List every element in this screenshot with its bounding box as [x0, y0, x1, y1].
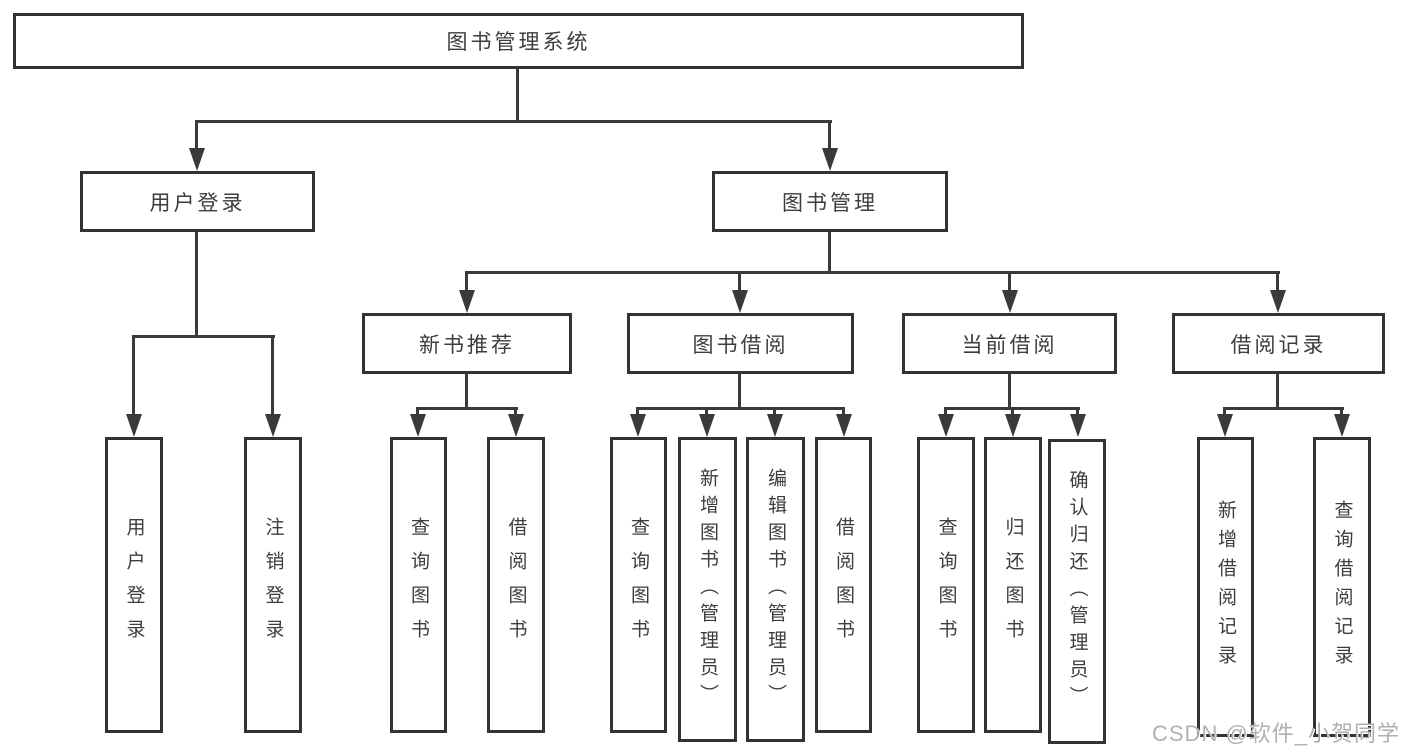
leaf-return-book: 归还图书: [984, 437, 1042, 733]
leaf-add-borrow-record: 新增借阅记录: [1197, 437, 1254, 737]
node-label: 注销登录: [262, 517, 284, 653]
node-label: 借阅图书: [505, 517, 527, 653]
leaf-borrow-book-1: 借阅图书: [487, 437, 545, 733]
node-label: 查询图书: [628, 517, 649, 653]
connector-line: [1008, 271, 1011, 292]
arrow-down-icon: [1005, 414, 1021, 437]
connector-line: [195, 120, 832, 123]
arrow-down-icon: [1217, 414, 1233, 437]
arrow-down-icon: [732, 290, 748, 313]
leaf-confirm-return-admin: 确认归还（管理员）: [1048, 439, 1106, 744]
connector-line: [773, 407, 776, 416]
node-label: 当前借阅: [961, 333, 1058, 357]
connector-line: [636, 407, 845, 410]
connector-line: [514, 407, 517, 416]
node-label: 图书管理: [782, 191, 878, 215]
leaf-edit-book-admin: 编辑图书（管理员）: [746, 437, 805, 742]
arrow-down-icon: [508, 414, 524, 437]
watermark: CSDN @软件_小贺同学: [1152, 721, 1401, 746]
node-label: 用户登录: [149, 191, 246, 215]
node-current-borrowing: 当前借阅: [902, 313, 1117, 374]
connector-line: [465, 271, 468, 292]
node-label: 查询借阅记录: [1331, 500, 1353, 674]
arrow-down-icon: [189, 148, 205, 171]
connector-line: [1011, 407, 1014, 416]
connector-line: [1340, 407, 1343, 416]
connector-line: [1223, 407, 1344, 410]
leaf-query-borrow-record: 查询借阅记录: [1313, 437, 1371, 737]
node-label: 编辑图书（管理员）: [765, 468, 786, 711]
arrow-down-icon: [630, 414, 646, 437]
connector-line: [271, 335, 274, 416]
arrow-down-icon: [822, 148, 838, 171]
node-label: 归还图书: [1002, 517, 1024, 653]
arrow-down-icon: [1070, 414, 1086, 437]
leaf-user-login: 用户登录: [105, 437, 163, 733]
leaf-logout: 注销登录: [244, 437, 302, 733]
connector-line: [416, 407, 518, 410]
arrow-down-icon: [938, 414, 954, 437]
arrow-down-icon: [1334, 414, 1350, 437]
connector-line: [738, 271, 741, 292]
node-borrowing-records: 借阅记录: [1172, 313, 1385, 374]
connector-line: [516, 69, 519, 120]
node-label: 借阅图书: [833, 517, 854, 653]
node-label: 借阅记录: [1230, 333, 1327, 357]
connector-line: [132, 335, 135, 416]
connector-line: [1276, 271, 1279, 292]
node-book-borrowing: 图书借阅: [627, 313, 854, 374]
connector-line: [636, 407, 639, 416]
arrow-down-icon: [265, 414, 281, 437]
arrow-down-icon: [410, 414, 426, 437]
leaf-query-book-1: 查询图书: [390, 437, 447, 733]
connector-line: [944, 407, 947, 416]
connector-line: [195, 232, 198, 338]
node-label: 用户登录: [123, 517, 145, 653]
node-label: 查询图书: [935, 517, 957, 653]
connector-line: [1276, 374, 1279, 410]
arrow-down-icon: [699, 414, 715, 437]
arrow-down-icon: [459, 290, 475, 313]
connector-line: [132, 335, 275, 338]
node-label: 新书推荐: [419, 333, 515, 357]
connector-line: [1223, 407, 1226, 416]
node-label: 确认归还（管理员）: [1066, 470, 1088, 713]
connector-line: [195, 120, 198, 150]
connector-line: [1008, 374, 1011, 410]
leaf-add-book-admin: 新增图书（管理员）: [678, 437, 737, 742]
connector-line: [828, 120, 831, 150]
node-user-login: 用户登录: [80, 171, 315, 232]
connector-line: [416, 407, 419, 416]
leaf-query-book-2: 查询图书: [610, 437, 667, 733]
node-label: 新增图书（管理员）: [697, 468, 718, 711]
node-label: 新增借阅记录: [1215, 500, 1236, 674]
connector-line: [465, 271, 1280, 274]
arrow-down-icon: [126, 414, 142, 437]
leaf-query-book-3: 查询图书: [917, 437, 975, 733]
arrow-down-icon: [1270, 290, 1286, 313]
connector-line: [465, 374, 468, 410]
node-root: 图书管理系统: [13, 13, 1024, 69]
node-label: 图书借阅: [692, 333, 789, 357]
node-label: 图书管理系统: [446, 31, 591, 54]
arrow-down-icon: [1002, 290, 1018, 313]
node-new-book-recommend: 新书推荐: [362, 313, 572, 374]
arrow-down-icon: [836, 414, 852, 437]
connector-line: [1076, 407, 1079, 416]
arrow-down-icon: [767, 414, 783, 437]
connector-line: [828, 232, 831, 274]
node-label: 查询图书: [408, 517, 429, 653]
connector-line: [842, 407, 845, 416]
connector-line: [705, 407, 708, 416]
connector-line: [738, 374, 741, 410]
node-book-management: 图书管理: [712, 171, 948, 232]
leaf-borrow-book-2: 借阅图书: [815, 437, 872, 733]
